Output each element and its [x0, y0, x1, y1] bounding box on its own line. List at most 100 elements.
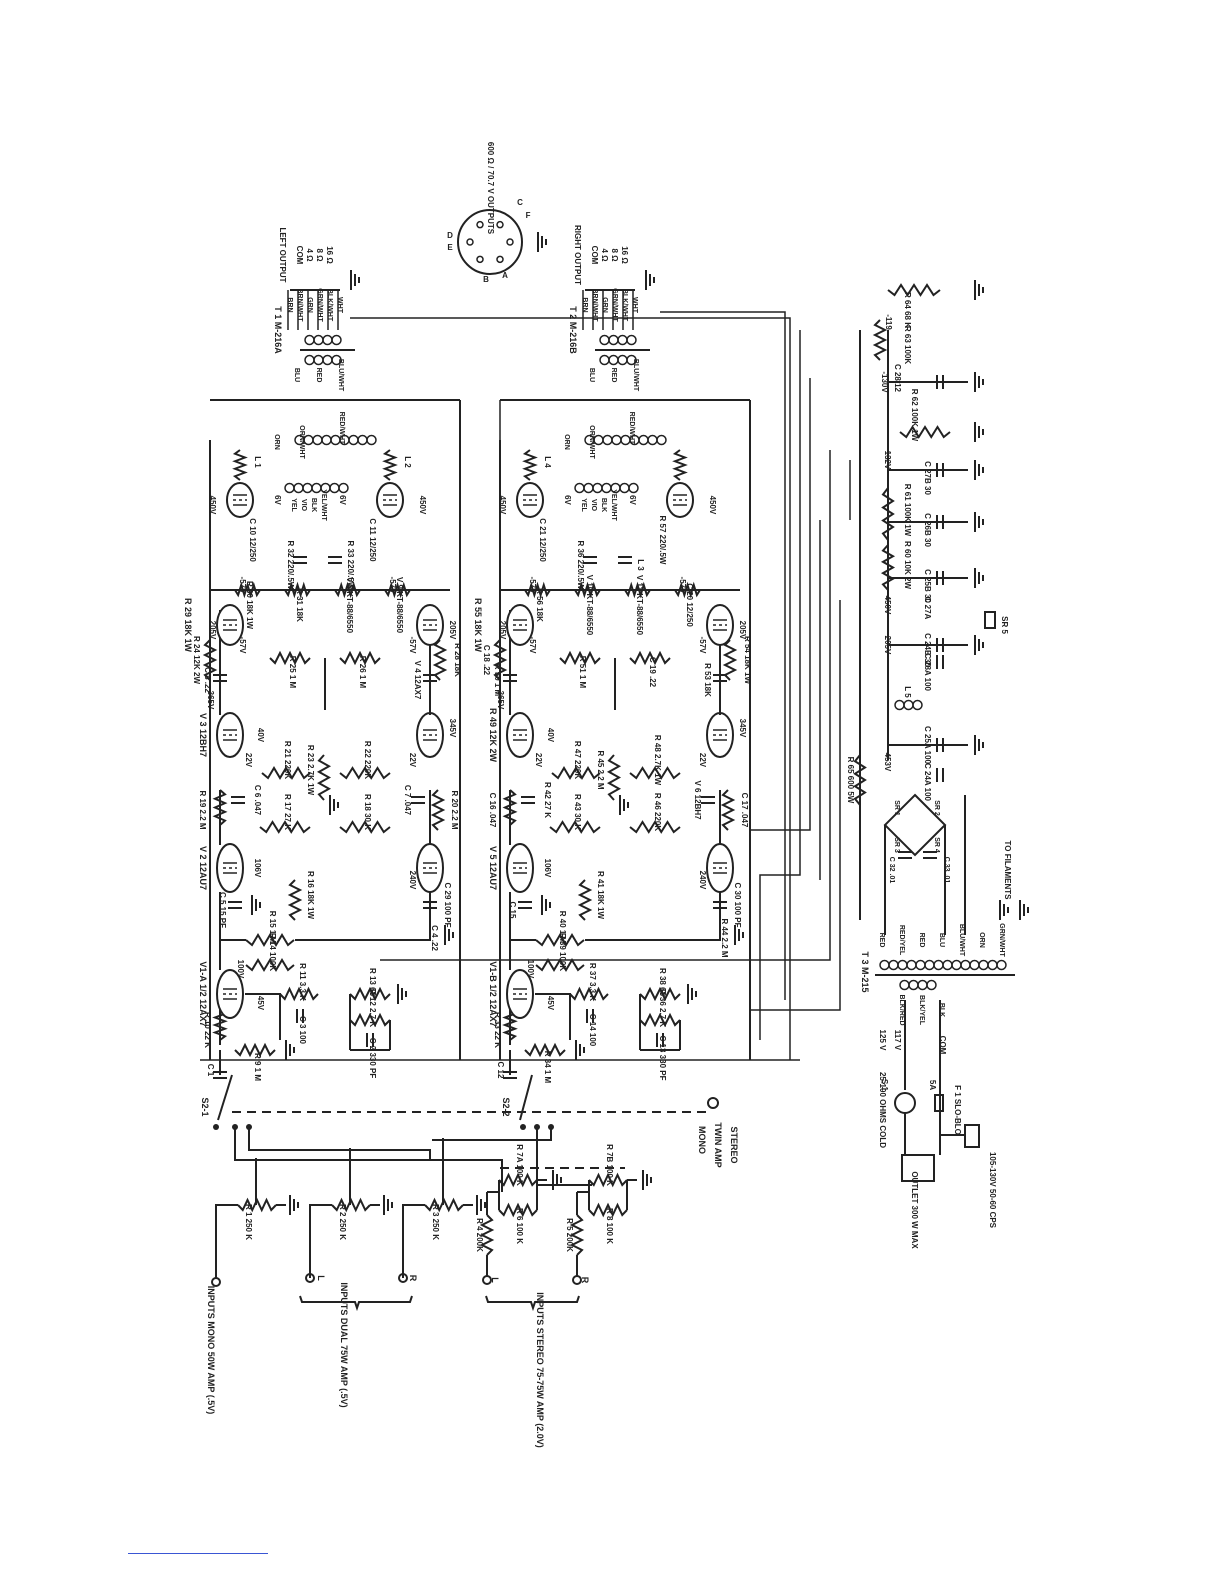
coupling-capacitor-label: C 12	[496, 1062, 505, 1079]
voltage-label: 132V	[883, 451, 892, 470]
grid-resistor	[720, 789, 736, 831]
feedback-resistor	[259, 820, 311, 834]
feedback-resistor-label: R 38 68	[658, 968, 667, 997]
wire-color-label: GRN	[306, 297, 313, 313]
ground-icon	[383, 1195, 393, 1215]
plate-resistor-label: R 15 1 M	[268, 911, 277, 944]
ground-icon	[619, 795, 629, 815]
bleeder-label: R 64 68 K	[903, 292, 912, 328]
ground-icon	[974, 735, 984, 755]
wire-color-label: ORN	[273, 434, 280, 450]
output-secondary-winding	[304, 354, 342, 366]
plate-resistor	[202, 639, 218, 681]
stereo-position-label: STEREO	[729, 1126, 739, 1163]
sensitivity-resistor-label: R 5 200K	[565, 1218, 574, 1252]
load-resistor-label: R 48 2.7K 1W	[653, 735, 662, 786]
wire-color-label: BLK/WHT	[621, 289, 628, 322]
voltage-label: 6V	[628, 495, 637, 505]
cathode-capacitor-label: L 3	[636, 559, 645, 571]
wire	[234, 1127, 503, 1192]
voltage-label: 205V	[883, 636, 892, 655]
ground-icon	[974, 635, 984, 655]
load-resistor	[551, 766, 601, 780]
interstage-capacitor-label: V 6 12BH7	[693, 780, 702, 820]
phase-inverter-label: V 5 12AU7	[488, 846, 498, 890]
rectifier-icon	[984, 611, 996, 629]
outlet-label: OUTLET 300 W MAX	[910, 1171, 919, 1249]
input-jack-label: R	[408, 1275, 418, 1282]
bleeder-resistor	[887, 283, 941, 297]
ground-icon	[999, 900, 1009, 920]
bypass-capacitor-label: C 14 100	[588, 1014, 597, 1047]
tail-resistor	[606, 754, 622, 801]
wire-color-label: ORN/WHT	[298, 425, 305, 459]
wire	[432, 1127, 552, 1141]
footer-underline[interactable]	[128, 1553, 268, 1554]
ground-icon	[974, 422, 984, 442]
feedback-resistor	[639, 986, 681, 1002]
wire-color-label: WHT	[631, 297, 638, 314]
grid-leak-resistor	[524, 1042, 566, 1058]
ground-icon	[251, 895, 261, 915]
output-secondary-winding	[599, 354, 637, 366]
dropping-resistor	[881, 487, 895, 541]
trim-pot-label: R 7B 100 K	[605, 1144, 614, 1186]
grid-resistor-label: R 19 2.2 M	[198, 790, 207, 829]
output-tube-label: C 21 12/250	[538, 518, 547, 562]
wire-color-label: BLU/WHT	[958, 924, 965, 957]
plate-stopper-label: L 1	[253, 456, 262, 468]
wire-color-label: ORN	[563, 434, 570, 450]
plate-resistor-label: R 40 1 M	[558, 911, 567, 944]
grid-leak-label: R 9 1 M	[253, 1053, 262, 1081]
wire-color-label: YEL/WHT	[320, 489, 327, 521]
coupling-capacitor-label: R 50 1 M	[493, 664, 502, 697]
voltage-label: -119	[884, 314, 893, 330]
plate-load	[245, 958, 295, 972]
pot-value-label: R 3 250 K	[431, 1204, 440, 1240]
output-tap-label: 4 Ω	[305, 248, 314, 262]
output-tube	[376, 482, 404, 518]
driver-tube	[506, 712, 534, 758]
compensation-capacitor	[228, 901, 242, 909]
output-tube	[226, 482, 254, 518]
output-tap-label: COM	[295, 246, 304, 265]
driver-tube	[416, 712, 444, 758]
cathode-resistor	[569, 986, 609, 1002]
ground-icon	[642, 1170, 652, 1190]
compensation-capacitor-label: C 30 100 PF	[733, 883, 742, 928]
switch-knob-icon	[707, 1097, 719, 1109]
screen-resistor-label: R 56 18K	[535, 588, 544, 622]
ground-icon	[645, 270, 655, 290]
voltage-label: -57V	[678, 577, 687, 595]
coupling-capacitor-label: C 4 .22	[430, 925, 439, 951]
ground-icon	[687, 984, 697, 1004]
plate-resistor	[535, 933, 585, 947]
ground-icon	[444, 925, 454, 945]
bypass-capacitor-label: C 3 100	[298, 1016, 307, 1045]
screen-resistor	[574, 581, 601, 599]
ground-icon	[289, 1195, 299, 1215]
rf-capacitor	[898, 851, 912, 859]
input-group-mono-label: INPUTS MONO 50W AMP (.5V)	[206, 1286, 216, 1415]
filter-capacitor	[936, 655, 944, 669]
socket-pin	[476, 255, 484, 264]
screen-resistor-label: C 20 12/250	[685, 583, 694, 627]
grid-resistor	[430, 789, 446, 831]
output-caption: LEFT OUTPUT	[278, 227, 287, 282]
tap-label: 125 V	[878, 1030, 887, 1052]
feedback-resistor-label: R 13 68	[368, 968, 377, 997]
socket-pin	[476, 220, 484, 229]
screen-resistor	[624, 581, 651, 599]
switch-label: S 1	[880, 1079, 889, 1092]
voltage-label: 100V	[236, 960, 245, 979]
output-tube-label: C 11 12/250	[368, 518, 377, 562]
voltage-label: -57V	[408, 637, 417, 655]
socket-pin	[496, 220, 504, 229]
voltage-label: 22V	[244, 753, 253, 768]
surge-resistor-label: R 65 600 5W	[846, 757, 855, 804]
plate-resistor-label: R 24 12K 2W	[192, 636, 201, 684]
line-output-socket-icon	[457, 209, 523, 275]
balance-tube	[216, 604, 244, 646]
voltage-label: 22V	[408, 753, 417, 768]
bias-resistor	[872, 319, 888, 361]
